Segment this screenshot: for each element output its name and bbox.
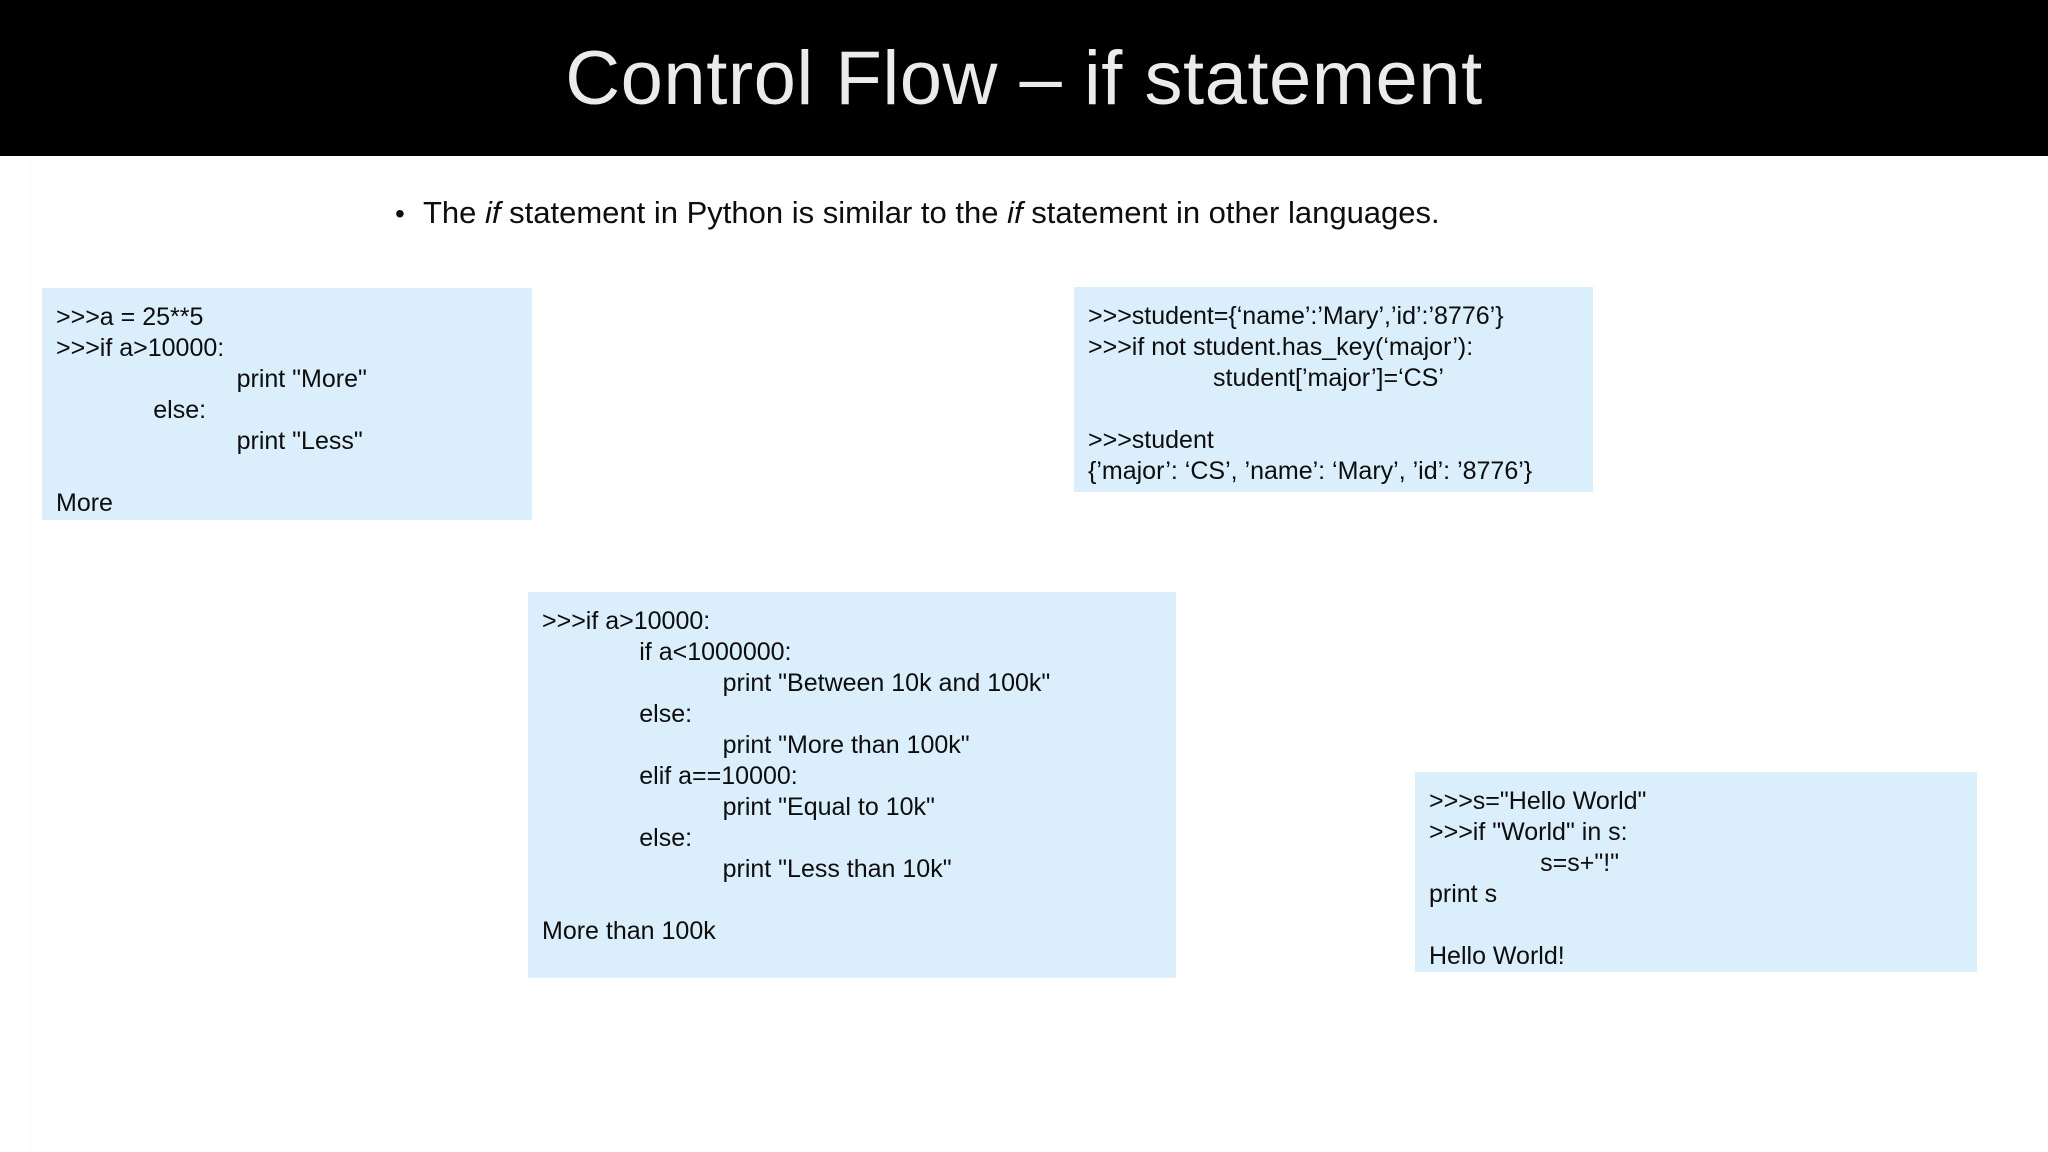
left-margin-rule [30, 156, 31, 1152]
code-example-dict-has-key: >>>student={‘name’:’Mary’,’id’:’8776’} >… [1074, 287, 1593, 492]
code-example-if-else-more-less: >>>a = 25**5 >>>if a>10000: print "More"… [42, 288, 532, 520]
bullet-item: • The if statement in Python is similar … [395, 193, 1440, 234]
title-banner [0, 0, 2048, 156]
bullet-emphasis-if-2: if [1007, 195, 1023, 230]
bullet-text-part-1: The [423, 195, 486, 230]
code-example-substring-in-string: >>>s="Hello World" >>>if "World" in s: s… [1415, 772, 1977, 972]
slide-title: Control Flow – if statement [565, 35, 1483, 121]
code-example-nested-if-elif-else: >>>if a>10000: if a<1000000: print "Betw… [528, 592, 1176, 978]
bullet-text: The if statement in Python is similar to… [423, 193, 1440, 233]
bullet-marker-icon: • [395, 198, 405, 229]
bullet-emphasis-if-1: if [485, 195, 501, 230]
bullet-text-part-2: statement in Python is similar to the [500, 195, 1008, 230]
bullet-text-part-3: statement in other languages. [1022, 195, 1440, 230]
